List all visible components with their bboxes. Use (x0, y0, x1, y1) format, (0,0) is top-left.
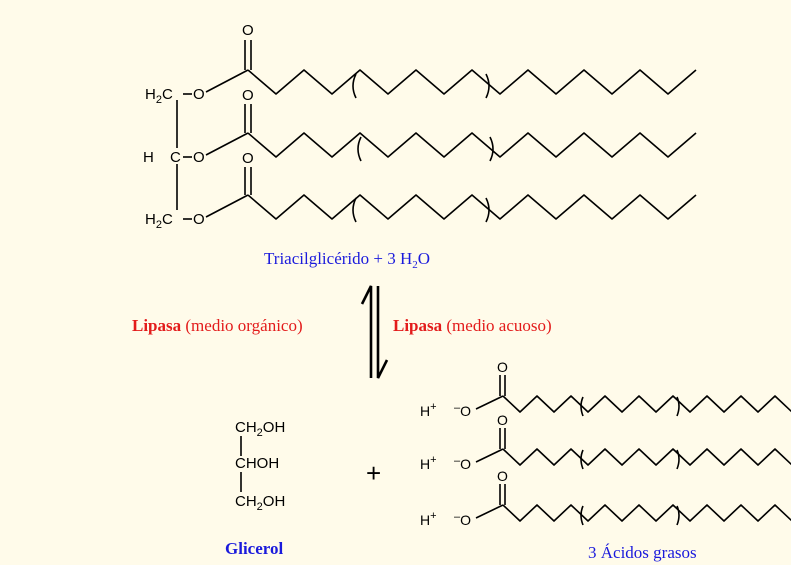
bond-o-cc-mid (205, 132, 249, 156)
proton-2: H+ (420, 454, 437, 472)
ester-oxygen-mid: O (193, 149, 205, 166)
triglyceride-label: Triacilglicérido + 3 H2O (264, 249, 430, 271)
arrow-up-harpoon (360, 285, 373, 378)
proton-1: H+ (420, 401, 437, 419)
ester-oxygen-bottom: O (193, 211, 205, 228)
h2c-bottom-label: H2C (145, 211, 173, 231)
glycerol-choh: CHOH (235, 455, 279, 472)
acid-carbonyl-oxygen-2: O (497, 412, 508, 428)
bracket-open-mid (357, 136, 362, 162)
fatty-chain-top (247, 69, 697, 95)
acid-chain-3 (502, 504, 791, 522)
fatty-chain-mid (247, 132, 697, 158)
acid-carbonyl-oxygen-1: O (497, 359, 508, 375)
acid-bond-o-c-1 (475, 395, 504, 410)
bracket-open-bottom (352, 197, 357, 223)
h2c-top-label: H2C (145, 86, 173, 106)
carboxylate-oxygen-1: –O (454, 402, 471, 419)
acid-bracket-close-1 (676, 396, 680, 417)
ester-oxygen-top: O (193, 86, 205, 103)
bond-o-cc-top (205, 69, 249, 93)
bracket-close-mid (489, 136, 494, 162)
acid-bracket-close-3 (676, 505, 680, 526)
acid-bracket-open-2 (580, 449, 584, 470)
plus-sign: + (366, 458, 381, 488)
bracket-close-bottom (485, 197, 490, 223)
triglyceride: H2C O O H C O O H2C O O (143, 22, 697, 271)
fatty-acids: H+ –O O H+ –O O H+ –O O (420, 359, 791, 562)
acid-bracket-close-2 (676, 449, 680, 470)
equilibrium-arrows (360, 285, 389, 379)
acid-repeat-brackets (580, 396, 680, 526)
fatty-chain-bottom (247, 194, 697, 220)
left-condition-label: Lipasa (medio orgánico) (132, 316, 303, 335)
hc-mid-h-label: H (143, 149, 154, 166)
glycerol-label: Glicerol (225, 539, 283, 558)
glycerol-ch2oh-bottom: CH2OH (235, 493, 285, 513)
glycerol: CH2OH CHOH CH2OH Glicerol (225, 419, 285, 558)
carbonyl-oxygen-top: O (242, 22, 254, 39)
right-condition-label: Lipasa (medio acuoso) (393, 316, 552, 335)
acid-chain-1 (502, 395, 791, 413)
glycerol-ch2oh-top: CH2OH (235, 419, 285, 439)
arrow-down-harpoon (376, 286, 389, 379)
bond-o-cc-bottom (205, 194, 249, 218)
carboxylate-oxygen-2: –O (454, 455, 471, 472)
carbonyl-oxygen-mid: O (242, 87, 254, 104)
hc-mid-c-label: C (170, 149, 181, 166)
acid-chain-2 (502, 448, 791, 466)
bracket-open-top (352, 73, 357, 99)
acid-bracket-open-3 (580, 505, 584, 526)
acid-bond-o-c-3 (475, 504, 504, 519)
carbonyl-oxygen-bottom: O (242, 150, 254, 167)
chain-repeat-brackets (352, 73, 494, 223)
proton-3: H+ (420, 510, 437, 528)
bracket-close-top (485, 73, 490, 99)
carboxylate-oxygen-3: –O (454, 511, 471, 528)
acid-carbonyl-oxygen-3: O (497, 468, 508, 484)
acid-bracket-open-1 (580, 396, 584, 417)
acid-bond-o-c-2 (475, 448, 504, 463)
fatty-acids-label: 3 Ácidos grasos (588, 543, 697, 562)
